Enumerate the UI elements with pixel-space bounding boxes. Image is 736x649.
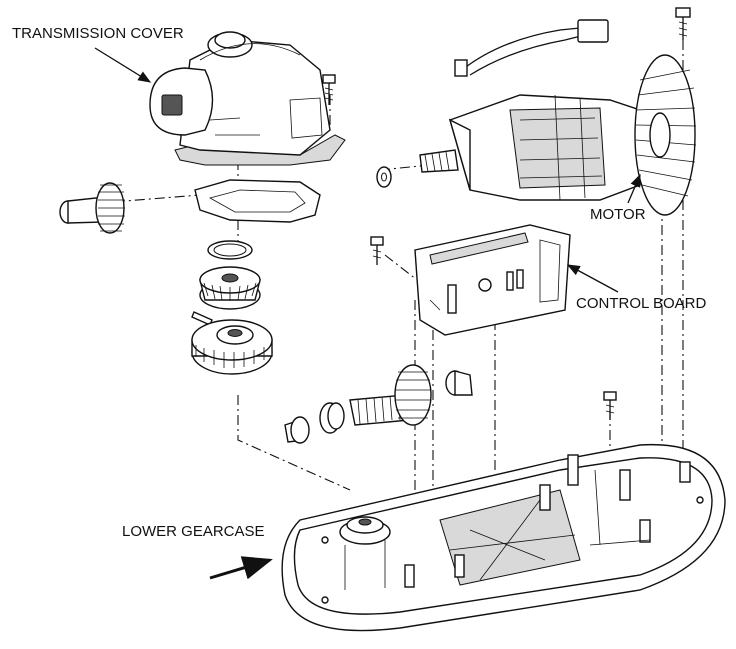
cover-screw — [322, 74, 336, 105]
worm-shaft-assembly — [284, 364, 473, 444]
control-board-arrow — [566, 264, 619, 293]
lower-gearcase-part — [281, 443, 726, 632]
control-board-screw — [370, 236, 384, 265]
label-transmission-cover: TRANSMISSION COVER — [12, 25, 184, 83]
lower-gearcase-label: LOWER GEARCASE — [122, 523, 265, 540]
lower-gearcase-arrow — [209, 556, 273, 580]
transmission-cover-part — [149, 31, 346, 166]
transmission-cover-label: TRANSMISSION COVER — [12, 25, 184, 42]
motor-screw — [675, 7, 691, 40]
label-control-board: CONTROL BOARD — [566, 264, 706, 312]
motor-label: MOTOR — [590, 206, 646, 223]
transmission-cover-arrow — [94, 47, 152, 83]
control-board-part — [414, 224, 571, 336]
gasket — [194, 179, 321, 223]
control-board-label: CONTROL BOARD — [576, 295, 706, 312]
bevel-gear — [199, 266, 261, 310]
motor-arrow — [627, 173, 641, 204]
retaining-ring — [207, 240, 253, 260]
washer — [376, 166, 392, 188]
label-motor: MOTOR — [590, 173, 646, 223]
label-lower-gearcase: LOWER GEARCASE — [122, 523, 273, 580]
motor-part — [419, 19, 697, 216]
worm-wheel-gear — [191, 319, 273, 375]
drive-shaft-gear — [59, 182, 125, 234]
gearcase-screw — [603, 391, 617, 420]
